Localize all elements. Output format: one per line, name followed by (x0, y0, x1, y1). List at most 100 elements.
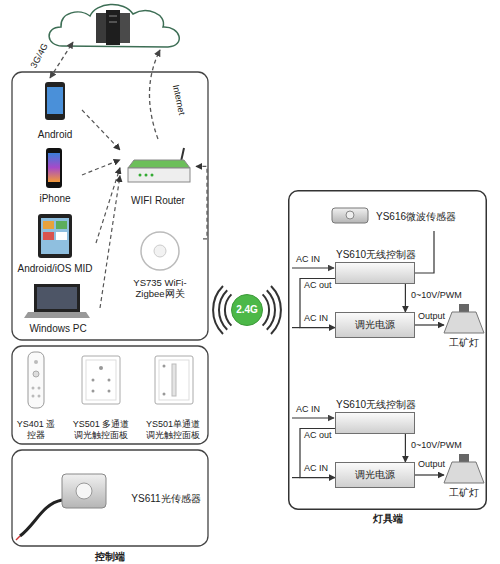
lamp: 工矿灯 (444, 452, 484, 498)
router (128, 148, 190, 182)
annotation: Internet (170, 84, 186, 116)
annotation: AC IN (296, 405, 320, 415)
high-bay-lamp (444, 304, 484, 333)
group-frame (12, 346, 208, 444)
power-box: 调光电源 (335, 462, 415, 488)
button (99, 366, 103, 370)
internet-link (149, 50, 160, 139)
remote: YS401 遥控器 (11, 350, 61, 440)
phone-screen (48, 153, 60, 182)
controller-box: YS610无线控制器 (335, 412, 415, 434)
app-tile (43, 221, 54, 229)
node-label: YS610无线控制器 (336, 249, 416, 261)
node-label: YS501 多通道 调光触控面板 (70, 419, 132, 440)
high-bay-lamp (444, 454, 484, 483)
led (139, 174, 142, 177)
wire (415, 474, 444, 475)
panel-face (159, 360, 189, 400)
wire-tip (16, 536, 20, 540)
microwave-sensor (332, 208, 368, 223)
device: Windows PC (16, 282, 100, 334)
node-label: WIFI Router (131, 195, 185, 207)
annotation: 控制端 (95, 551, 125, 562)
device: Android (28, 80, 82, 140)
group-frame (12, 450, 208, 546)
cloud (49, 4, 179, 47)
gateway-logo (154, 245, 166, 257)
annotation: 3G/4G (29, 42, 50, 70)
sensor-lens (76, 483, 92, 499)
led (145, 174, 148, 177)
node-label: YS616微波传感器 (376, 211, 456, 223)
group-frame (12, 72, 208, 340)
app-tile (43, 232, 54, 240)
wire (415, 231, 434, 273)
wireless-waves (213, 286, 281, 334)
wave (219, 290, 227, 330)
wire (415, 324, 444, 325)
lamp-reflector (444, 462, 484, 483)
laptop-display (37, 287, 77, 309)
app-tile (56, 232, 67, 240)
ac-in-wire (292, 267, 334, 268)
ac-wires (292, 268, 334, 478)
controller-box: YS610无线控制器 (335, 262, 415, 284)
device: iPhone (28, 146, 82, 204)
annotation: AC out (304, 281, 332, 291)
gateway: YS735 WiFi-Zigbee网关 (117, 228, 203, 300)
node-label: YS501单通道 调光触控面板 (142, 419, 204, 440)
node-label: YS401 遥控器 (14, 419, 58, 440)
wave (267, 290, 275, 330)
wave (271, 286, 281, 334)
button (33, 371, 39, 377)
button (92, 379, 95, 382)
node-label: 工矿灯 (449, 337, 479, 349)
wire (300, 429, 335, 478)
node-label: Android (38, 129, 72, 141)
wire (300, 279, 335, 328)
annotation: AC IN (296, 255, 320, 265)
lamp: 工矿灯 (444, 302, 484, 348)
panel-body (82, 356, 120, 404)
node-label: 调光电源 (355, 469, 395, 481)
node-label: iPhone (39, 193, 70, 205)
sensor-dome (346, 211, 354, 219)
group-panel: 灯具端YS616微波传感器YS610无线控制器调光电源工矿灯YS610无线控制器… (288, 190, 487, 510)
gateway-body (141, 232, 179, 270)
ac-in-wire (292, 327, 300, 328)
server-slot (109, 22, 117, 23)
tablet (38, 214, 72, 258)
node-label: YS735 WiFi-Zigbee网关 (120, 278, 200, 300)
signal-label: 0~10V/PWM (410, 291, 463, 301)
button (38, 395, 41, 398)
wireless-link (100, 176, 120, 308)
wireless-link (82, 110, 120, 150)
server-unit (120, 13, 130, 43)
device: Android/iOS MID (14, 212, 96, 274)
button (163, 365, 166, 368)
android-phone (45, 82, 65, 120)
laptop-base (24, 312, 90, 318)
gateway (141, 232, 179, 270)
button (32, 395, 35, 398)
sensor-body (62, 474, 106, 508)
node-label: Windows PC (29, 323, 86, 335)
touch-panel: YS501 多通道 调光触控面板 (67, 350, 135, 440)
sensor-body (332, 208, 368, 223)
button (32, 387, 35, 390)
wireless-link (82, 160, 120, 175)
lamp-reflector (444, 312, 484, 333)
laptop-screen (34, 284, 80, 312)
touch-panel: YS501单通道 调光触控面板 (139, 350, 207, 440)
server-icon (96, 10, 130, 45)
phone-body (46, 148, 62, 188)
microwave-sensor: YS616微波传感器 (328, 203, 470, 231)
router-top (128, 160, 190, 168)
button (38, 387, 41, 390)
annotation: AC IN (304, 314, 328, 324)
node-label: 调光电源 (355, 319, 395, 331)
light-sensor (16, 474, 106, 540)
button (108, 379, 111, 382)
